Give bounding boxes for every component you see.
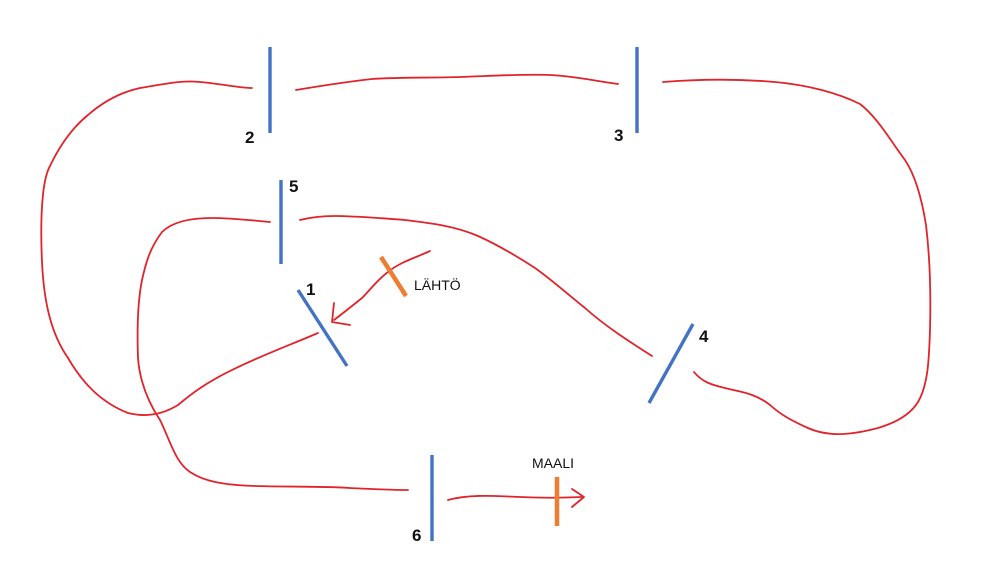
gates [268, 47, 695, 541]
gate-4 [647, 323, 695, 404]
finish-label: MAALI [532, 455, 574, 471]
gate-1 [296, 289, 349, 367]
gate-4-label: 4 [699, 327, 709, 346]
route-gate-3-to-gate-4 [662, 78, 932, 435]
gate-5-label: 5 [289, 177, 298, 196]
route [40, 73, 932, 508]
start-label: LÄHTÖ [414, 276, 461, 293]
route-gate-1-to-gate-2 [40, 80, 319, 416]
gate-6-label: 6 [412, 526, 421, 545]
route-gate-6-to-finish [447, 494, 583, 501]
start-marker [379, 255, 408, 298]
route-arrow-head-1 [331, 302, 351, 326]
route-gate-2-to-gate-3 [295, 73, 619, 91]
markers [379, 255, 560, 526]
route-start-to-gate-1 [333, 250, 431, 321]
route-gate-5-to-gate-6 [136, 217, 409, 491]
gate-1-label: 1 [306, 280, 315, 299]
gate-3-label: 3 [614, 126, 623, 145]
gate-2-label: 2 [245, 128, 254, 147]
gate-labels: 1 2 3 4 5 6 [245, 126, 709, 545]
route-arrow-head-2 [571, 488, 585, 508]
route-gate-4-to-gate-5 [299, 215, 653, 357]
